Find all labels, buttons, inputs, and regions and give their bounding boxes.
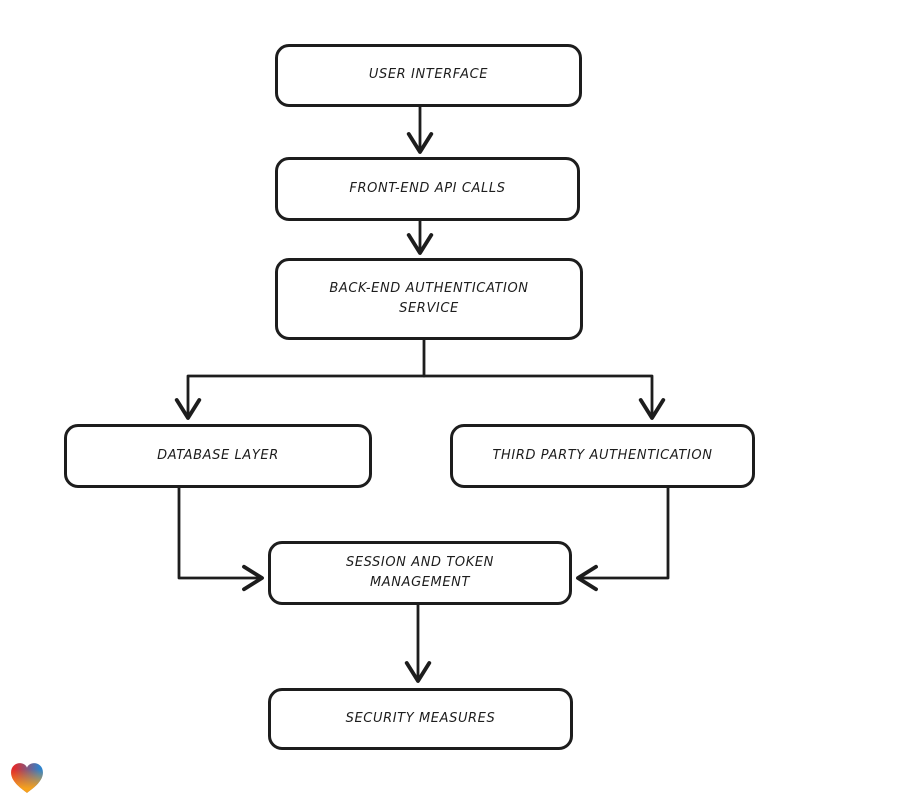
node-front-end-api-calls: FRONT-END API CALLS xyxy=(275,157,580,221)
node-user-interface: USER INTERFACE xyxy=(275,44,582,107)
edge-thirdparty-to-session xyxy=(576,486,670,592)
node-database-layer-label: DATABASE LAYER xyxy=(157,447,279,463)
edge-backend-branch xyxy=(174,374,666,420)
node-security-measures-label: SECURITY MEASURES xyxy=(345,710,496,726)
heart-logo-icon xyxy=(11,763,43,793)
node-back-end-authentication-service: BACK-END AUTHENTICATION SERVICE xyxy=(275,258,583,340)
node-third-party-authentication: THIRD PARTY AUTHENTICATION xyxy=(450,424,755,488)
node-front-end-api-calls-label: FRONT-END API CALLS xyxy=(349,180,506,196)
node-database-layer: DATABASE LAYER xyxy=(64,424,372,488)
node-security-measures: SECURITY MEASURES xyxy=(268,688,573,750)
node-user-interface-label: USER INTERFACE xyxy=(368,67,489,83)
edge-database-to-session xyxy=(177,486,264,592)
node-third-party-authentication-label: THIRD PARTY AUTHENTICATION xyxy=(492,447,713,463)
node-session-and-token-management: SESSION AND TOKEN MANAGEMENT xyxy=(268,541,572,605)
node-back-end-authentication-service-label: BACK-END AUTHENTICATION SERVICE xyxy=(329,280,529,316)
node-session-and-token-management-label: SESSION AND TOKEN MANAGEMENT xyxy=(345,554,495,590)
